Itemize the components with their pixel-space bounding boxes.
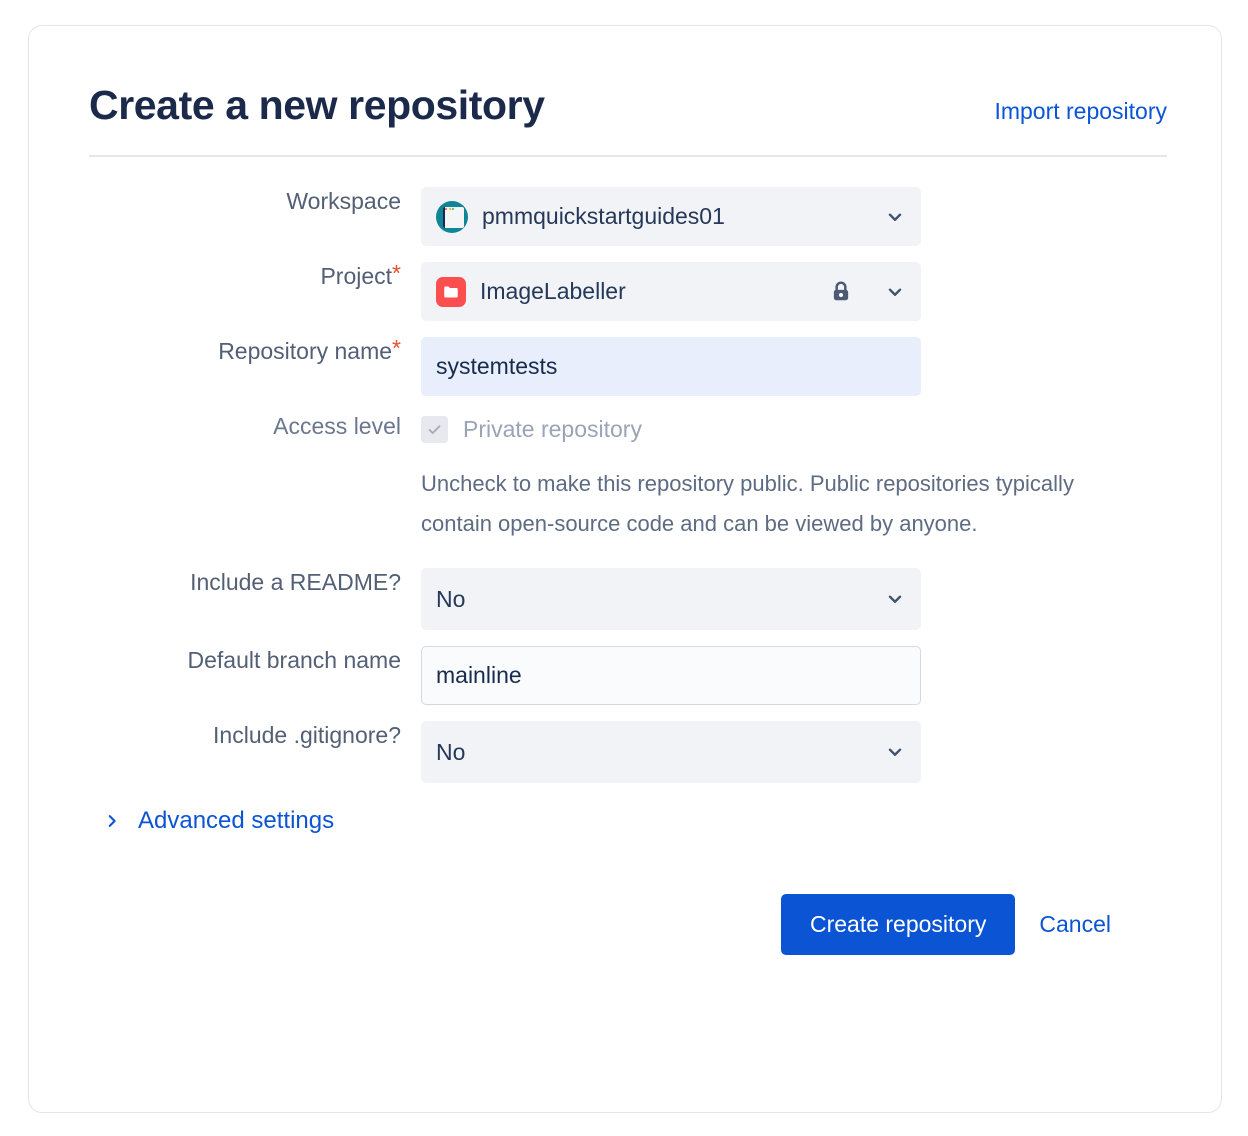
project-label: Project*	[320, 260, 401, 290]
advanced-settings-toggle[interactable]: Advanced settings	[103, 807, 334, 835]
project-select[interactable]: ImageLabeller	[421, 262, 921, 322]
include-readme-select[interactable]: No	[421, 568, 921, 631]
lock-icon	[828, 279, 854, 305]
project-folder-icon	[436, 276, 466, 307]
create-repository-button[interactable]: Create repository	[780, 894, 1016, 956]
card-header: Create a new repository Import repositor…	[89, 82, 1167, 158]
include-gitignore-value: No	[436, 738, 466, 765]
access-level-field: Private repository	[421, 412, 1167, 446]
access-level-helper-field: Uncheck to make this repository public. …	[421, 452, 1167, 544]
checkmark-icon	[428, 424, 441, 434]
import-repository-link[interactable]: Import repository	[994, 98, 1167, 124]
repository-name-input[interactable]	[421, 337, 921, 397]
access-level-label: Access level	[273, 413, 401, 440]
include-gitignore-select[interactable]: No	[421, 721, 921, 784]
repository-name-required-marker: *	[392, 335, 401, 362]
form-actions: Create repository Cancel	[89, 894, 1167, 956]
access-level-helper-text: Uncheck to make this repository public. …	[421, 471, 1074, 537]
default-branch-field	[421, 646, 1167, 706]
project-row: Project* ImageLabeller	[89, 260, 1167, 322]
repository-name-row: Repository name*	[89, 335, 1167, 397]
chevron-down-icon	[884, 281, 906, 303]
cancel-button[interactable]: Cancel	[1035, 911, 1115, 938]
workspace-avatar-icon	[436, 200, 468, 233]
advanced-settings-label: Advanced settings	[138, 807, 335, 835]
create-repository-form: Workspace pmmquickstartguides01	[89, 157, 1167, 956]
access-level-row: Access level Private repository	[89, 412, 1167, 446]
default-branch-input[interactable]	[421, 646, 921, 706]
workspace-field: pmmquickstartguides01	[421, 187, 1167, 247]
default-branch-label: Default branch name	[187, 647, 401, 674]
private-repository-label: Private repository	[463, 415, 642, 442]
include-readme-value: No	[436, 585, 466, 612]
chevron-down-icon	[884, 741, 906, 763]
default-branch-row: Default branch name	[89, 646, 1167, 706]
private-repository-checkbox[interactable]	[421, 415, 448, 443]
create-repository-card: Create a new repository Import repositor…	[28, 25, 1222, 1113]
project-value: ImageLabeller	[480, 278, 626, 305]
private-repository-checkbox-wrap[interactable]: Private repository	[421, 412, 1167, 446]
include-readme-label: Include a README?	[190, 569, 401, 596]
project-required-marker: *	[392, 260, 401, 287]
include-readme-field: No	[421, 568, 1167, 631]
chevron-down-icon	[884, 588, 906, 610]
workspace-label: Workspace	[286, 188, 401, 215]
chevron-right-icon	[103, 810, 121, 832]
include-gitignore-row: Include .gitignore? No	[89, 721, 1167, 784]
access-level-helper-row: Uncheck to make this repository public. …	[89, 452, 1167, 544]
workspace-select[interactable]: pmmquickstartguides01	[421, 187, 921, 247]
chevron-down-icon	[884, 206, 906, 228]
workspace-row: Workspace pmmquickstartguides01	[89, 187, 1167, 247]
repository-name-field	[421, 337, 1167, 397]
page-title: Create a new repository	[89, 82, 545, 128]
include-gitignore-field: No	[421, 721, 1167, 784]
project-field: ImageLabeller	[421, 262, 1167, 322]
include-readme-row: Include a README? No	[89, 568, 1167, 631]
workspace-value: pmmquickstartguides01	[482, 203, 725, 230]
repository-name-label: Repository name*	[218, 335, 401, 365]
include-gitignore-label: Include .gitignore?	[213, 722, 401, 749]
card-content: Create a new repository Import repositor…	[89, 82, 1167, 956]
